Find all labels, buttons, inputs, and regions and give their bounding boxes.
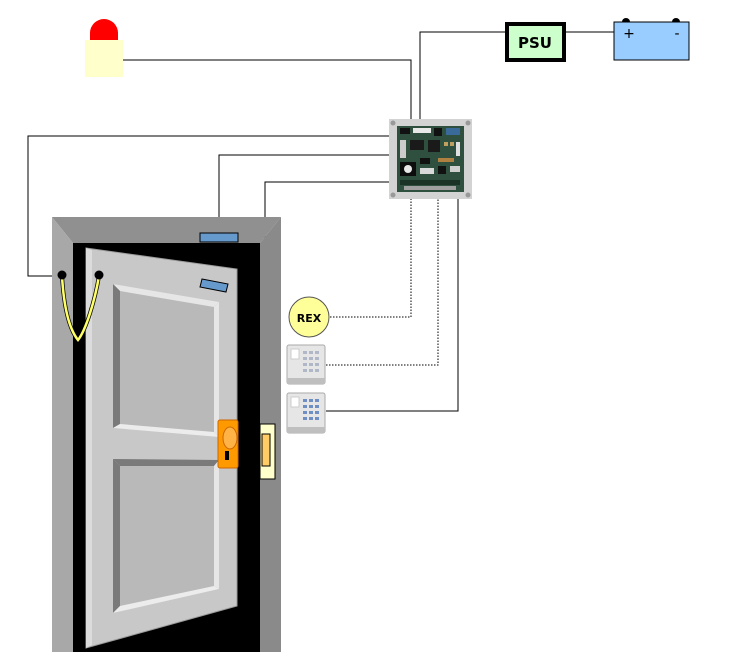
door-upper-panel	[113, 284, 219, 437]
wire-rex-to-controller	[330, 199, 412, 318]
battery-icon: + -	[613, 18, 690, 61]
power-supply-icon: PSU	[505, 22, 566, 62]
alarm-light-icon	[85, 19, 123, 77]
door-loop-cable	[60, 275, 101, 343]
door-handle-keyhole	[225, 451, 229, 460]
wire-alarm-to-controller	[123, 59, 412, 122]
door-lower-panel	[113, 459, 219, 613]
wire-keypad2-to-controller	[326, 199, 459, 412]
dotted-wires	[326, 199, 439, 366]
wire-psu-to-controller	[419, 31, 506, 122]
strike-keeper	[261, 433, 271, 467]
door-frame-top	[52, 217, 281, 243]
door-sensor-frame-part	[199, 232, 239, 243]
open-door-icon	[52, 217, 281, 652]
keypad-reader-2	[286, 392, 326, 434]
battery-minus-label: -	[674, 26, 679, 42]
wire-keypad1-to-controller	[326, 199, 439, 366]
controller-components	[400, 128, 460, 190]
door-handle-icon	[217, 419, 239, 469]
battery-plus-label: +	[623, 26, 635, 42]
keypad-reader-1	[286, 344, 326, 385]
wire-doorloop-to-controller	[27, 135, 390, 277]
rex-button-circle	[288, 296, 330, 338]
door-leaf-edge	[86, 248, 92, 648]
door-handle-knob	[222, 426, 238, 450]
battery-body	[613, 21, 690, 61]
electric-strike-icon	[259, 423, 276, 480]
door-sensor-icon	[199, 232, 239, 293]
alarm-lamp-dome	[90, 19, 118, 40]
alarm-lamp-base	[85, 40, 123, 77]
battery-terminal-minus	[672, 18, 680, 22]
access-controller-board-icon	[389, 119, 472, 199]
door-loop-contact-frame	[57, 270, 67, 280]
door-frame-left	[52, 217, 73, 652]
battery-terminal-plus	[622, 18, 630, 22]
psu-label: PSU	[518, 34, 552, 52]
rex-button: REX	[288, 296, 330, 338]
door-sensor-magnet	[199, 278, 229, 293]
door-loop-icon	[57, 270, 104, 344]
rex-label: REX	[297, 312, 322, 325]
psu-box	[505, 22, 566, 62]
wire-sensor-to-controller	[218, 154, 390, 234]
door-loop-contact-door	[94, 270, 104, 280]
